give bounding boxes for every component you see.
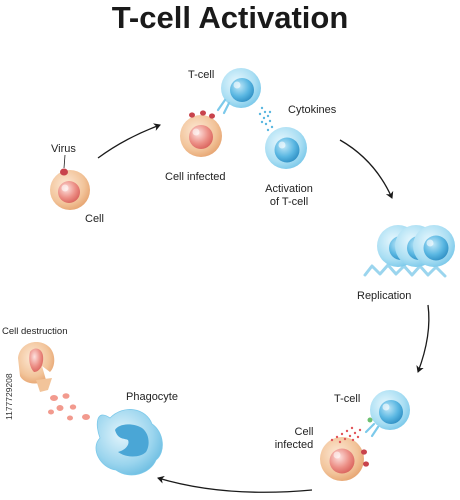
phagocyte-label: Phagocyte (126, 391, 178, 403)
page-title: T-cell Activation (112, 0, 349, 35)
receptor-connector-bottom (364, 422, 380, 438)
cell-infected-top-label: Cell infected (165, 171, 226, 183)
phagocyte (95, 409, 163, 476)
virus-icon (60, 168, 68, 176)
t-cell-bottom-label: T-cell (334, 393, 360, 405)
arrow-to-phagocyte (157, 475, 313, 493)
virus-pointer (63, 154, 66, 169)
destroyed-cell (18, 342, 55, 392)
cell-fragments (48, 393, 90, 421)
cytotoxic-dots (330, 426, 362, 444)
healthy-cell (50, 170, 90, 210)
receptor-connector-top (216, 98, 231, 115)
cell-destruction-label: Cell destruction (2, 326, 67, 337)
cell-infected-bottom-line2: infected (275, 439, 314, 451)
activation-label-line2: of T-cell (270, 196, 308, 208)
t-cell-top-label: T-cell (188, 69, 214, 81)
cytokines-dots (258, 106, 276, 135)
t-cell-top (221, 68, 261, 108)
arrow-cell-to-infected (97, 123, 161, 159)
arrow-replication-to-tcell (416, 304, 430, 373)
arrow-activation-to-replication (339, 139, 394, 199)
activation-label-line1: Activation (265, 183, 313, 195)
activated-t-cell (265, 127, 307, 169)
cell-label: Cell (85, 213, 104, 225)
image-id-text: 1177729208 (4, 373, 14, 420)
replicating-t-cells (363, 225, 455, 278)
infected-cell-top (180, 110, 222, 157)
infected-cell-bottom (320, 437, 369, 481)
cytokines-label: Cytokines (288, 104, 337, 116)
binding-site-icon (367, 417, 373, 423)
virus-label: Virus (51, 143, 76, 155)
t-cell-bottom (370, 390, 410, 430)
replication-label: Replication (357, 290, 411, 302)
cell-infected-bottom-line1: Cell (295, 426, 314, 438)
